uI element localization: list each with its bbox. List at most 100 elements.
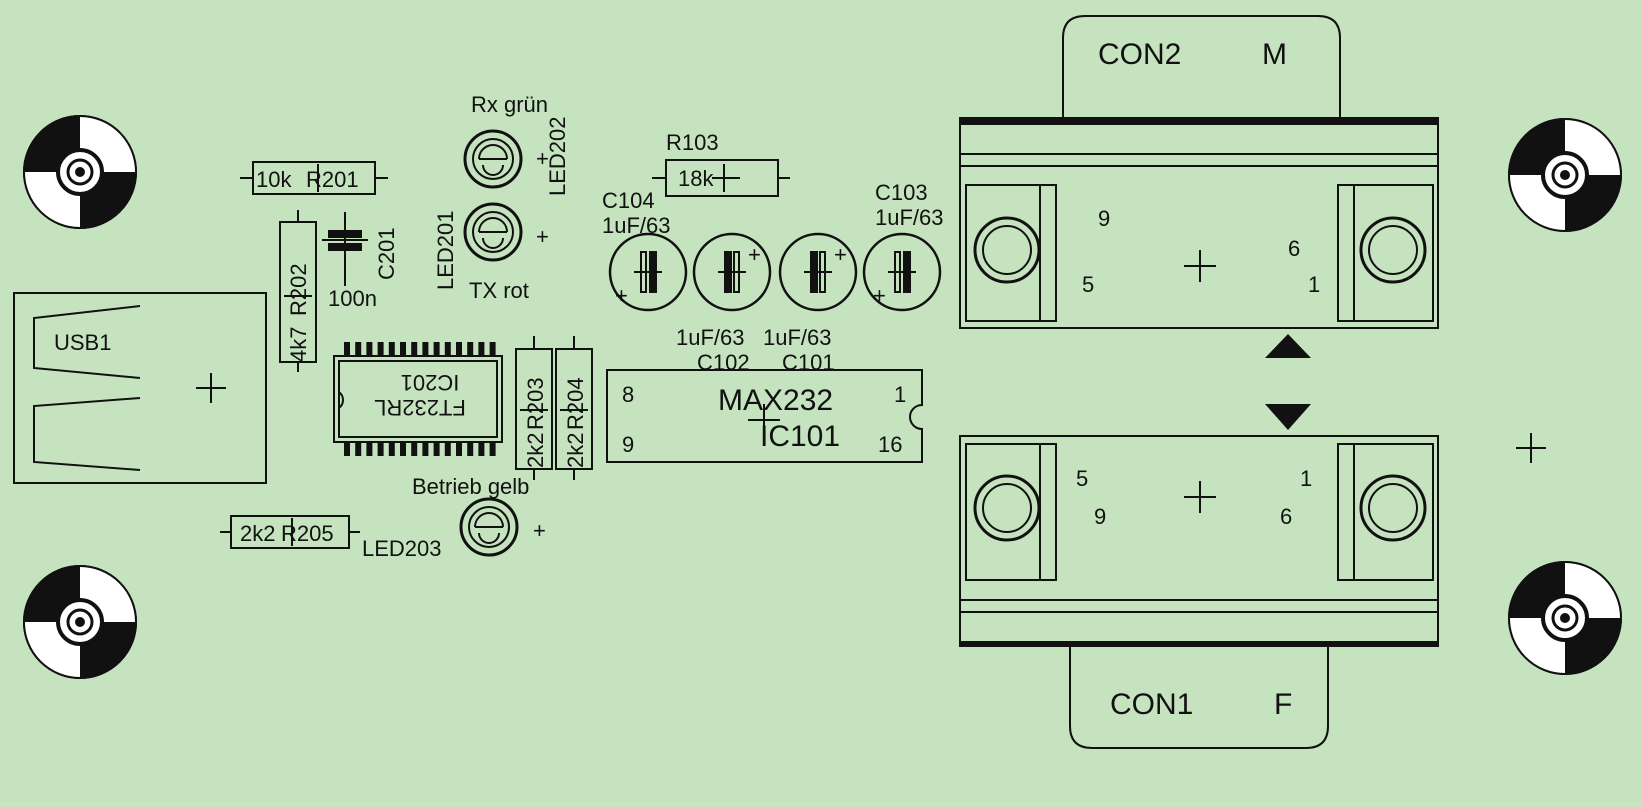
capacitor-c101 <box>778 232 858 312</box>
led202-ref: LED202 <box>545 116 570 196</box>
mounting-hole-top-left <box>23 115 137 229</box>
ic201-pin-pad <box>489 442 496 456</box>
ic201-pins <box>344 342 496 456</box>
led203-plus: + <box>533 518 546 543</box>
ic201-ref: IC201 <box>401 370 460 395</box>
r203-ref: R203 <box>523 377 548 430</box>
r201-ref: R201 <box>306 167 359 192</box>
ic201-pin-pad <box>422 342 429 356</box>
ic201-pin-pad <box>456 442 462 456</box>
con2-name: CON2 <box>1098 38 1181 71</box>
led202-footprint <box>463 129 523 189</box>
led201-footprint <box>463 202 523 262</box>
resistor-r103 <box>652 159 790 197</box>
r205-ref: R205 <box>281 521 334 546</box>
con1-gender: F <box>1274 688 1292 721</box>
ic101-pin-16: 16 <box>878 432 902 457</box>
con1-pin-5: 5 <box>1076 466 1088 491</box>
ic201-pin-pad <box>355 342 362 356</box>
c103-ref: C103 <box>875 180 928 205</box>
ic201-pin-pad <box>355 442 362 456</box>
c101-ref: C101 <box>782 350 835 375</box>
ic201-pin-pad <box>444 342 451 356</box>
r103-ref: R103 <box>666 130 719 155</box>
ic101-part: MAX232 <box>718 384 833 417</box>
ic201-pin-pad <box>467 342 474 356</box>
resistor-r201 <box>240 161 388 195</box>
con1-name: CON1 <box>1110 688 1193 721</box>
led201-ref: LED201 <box>433 210 458 290</box>
con2-gender: M <box>1262 38 1287 71</box>
ic201-pin-pad <box>456 342 462 356</box>
dsub-connector-con1-footprint <box>959 435 1439 749</box>
led203-footprint <box>459 497 519 557</box>
ic201-pin-pad <box>366 342 373 356</box>
ic201-pin-pad <box>433 342 440 356</box>
resistor-r205 <box>220 515 360 549</box>
con2-pin-9: 9 <box>1098 206 1110 231</box>
ic-max232-footprint <box>606 369 923 463</box>
led203-label: Betrieb gelb <box>412 474 529 499</box>
c103-value: 1uF/63 <box>875 205 944 230</box>
ic201-pin-pad <box>411 342 418 356</box>
ic101-pin-1: 1 <box>894 382 906 407</box>
r205-value: 2k2 <box>240 521 275 546</box>
ic201-pin-pad <box>377 342 384 356</box>
resistor-r204 <box>555 336 593 480</box>
con2-pin-5: 5 <box>1082 272 1094 297</box>
capacitor-c103 <box>862 232 942 312</box>
ic201-pin-pad <box>388 342 395 356</box>
c102-ref: C102 <box>697 350 750 375</box>
led201-label: TX rot <box>469 278 529 303</box>
c104-plus: + <box>615 283 628 308</box>
con1-pin-9: 9 <box>1094 504 1106 529</box>
c102-value: 1uF/63 <box>676 325 745 350</box>
ic101-pin-9: 9 <box>622 432 634 457</box>
c102-plus: + <box>748 242 761 267</box>
mounting-hole-bottom-right <box>1508 561 1622 675</box>
ic201-pin-pad <box>400 342 406 356</box>
led202-label: Rx grün <box>471 92 548 117</box>
con1-pin-1: 1 <box>1300 466 1312 491</box>
c104-ref: C104 <box>602 188 655 213</box>
led201-plus: + <box>536 224 549 249</box>
r204-ref: R204 <box>563 377 588 430</box>
c101-plus: + <box>834 242 847 267</box>
r202-value: 4k7 <box>286 327 311 362</box>
con2-pin-1: 1 <box>1308 272 1320 297</box>
r204-value: 2k2 <box>563 433 588 468</box>
ic201-pin-pad <box>478 342 485 356</box>
ic201-pin-pad <box>388 442 395 456</box>
led202-plus: + <box>536 146 549 171</box>
ic201-part: FT232RL <box>374 395 466 420</box>
ic201-pin-pad <box>400 442 406 456</box>
c201-ref: C201 <box>374 227 399 280</box>
ic201-pin-pad <box>444 442 451 456</box>
mounting-hole-bottom-left <box>23 565 137 679</box>
r203-value: 2k2 <box>523 433 548 468</box>
ic201-pin-pad <box>344 342 350 356</box>
ic201-pin-pad <box>344 442 350 456</box>
con1-pin-6: 6 <box>1280 504 1292 529</box>
c201-value: 100n <box>328 286 377 311</box>
ic101-pin-8: 8 <box>622 382 634 407</box>
arrow-up-icon <box>1265 334 1311 358</box>
usb-label: USB1 <box>54 330 111 355</box>
dsub-connector-con2-footprint <box>959 15 1439 329</box>
ic201-pin-pad <box>366 442 373 456</box>
r201-value: 10k <box>256 167 292 192</box>
resistor-r203 <box>515 336 553 480</box>
r103-value: 18k <box>678 166 714 191</box>
ic201-pin-pad <box>422 442 429 456</box>
ic201-pin-pad <box>489 342 496 356</box>
mounting-hole-top-right <box>1508 118 1622 232</box>
ic101-ref: IC101 <box>760 420 840 453</box>
c101-value: 1uF/63 <box>763 325 832 350</box>
r202-ref: R202 <box>286 263 311 316</box>
resistor-r202 <box>279 210 317 372</box>
ic201-pin-pad <box>467 442 474 456</box>
ic201-pin-pad <box>433 442 440 456</box>
ic-ft232rl-footprint <box>333 355 503 443</box>
